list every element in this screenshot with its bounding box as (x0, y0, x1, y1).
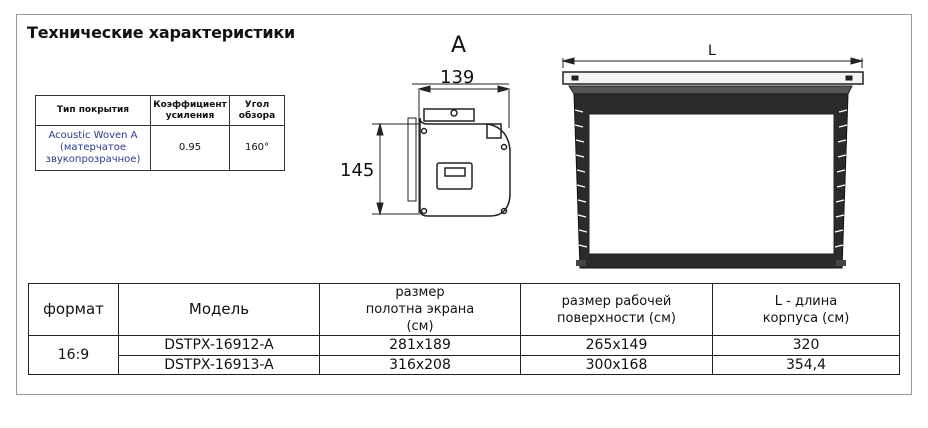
front-view-screen (561, 57, 864, 269)
spec-header-coating: Тип покрытия (35, 95, 151, 126)
header-length-text: L - длина корпуса (см) (762, 293, 850, 326)
page-title: Технические характеристики (27, 23, 296, 42)
row-1-length: 320 (712, 335, 900, 356)
row-2-model: DSTPX-16913-A (118, 354, 320, 375)
row-1-canvas: 281x189 (319, 335, 521, 356)
spec-coating-value: Acoustic Woven A (матерчатое звукопрозра… (35, 125, 151, 171)
side-view-housing (407, 83, 511, 217)
row-2-work: 300x168 (520, 354, 713, 375)
width-dimension: 139 (440, 67, 475, 88)
row-2-canvas: 316x208 (319, 354, 521, 375)
header-work-size: размер рабочей поверхности (см) (520, 283, 713, 336)
row-1-model: DSTPX-16912-A (118, 335, 320, 356)
height-dimension: 145 (340, 160, 375, 181)
spec-gain-value: 0.95 (150, 125, 230, 171)
table-row: 16:9 DSTPX-16912-A 281x189 265x149 320 (28, 335, 900, 375)
header-format: формат (28, 283, 119, 336)
side-view-label: A (451, 33, 467, 58)
row-2-length: 354,4 (712, 354, 900, 375)
length-label: L (708, 43, 716, 59)
header-canvas-text: размер полотна экрана (см) (365, 285, 475, 334)
models-table: формат Модель размер полотна экрана (см)… (28, 283, 900, 375)
page-frame (16, 14, 912, 395)
header-length: L - длина корпуса (см) (712, 283, 900, 336)
format-value: 16:9 (28, 335, 119, 375)
front-view-side-ticks (574, 109, 848, 248)
spec-row: Acoustic Woven A (матерчатое звукопрозра… (35, 125, 285, 171)
header-canvas-size: размер полотна экрана (см) (319, 283, 521, 336)
row-1-work: 265x149 (520, 335, 713, 356)
dimension-lines (372, 85, 511, 216)
models-header-row: формат Модель размер полотна экрана (см)… (28, 283, 900, 336)
spec-table: Тип покрытия Коэффициент усиления Угол о… (35, 95, 285, 171)
spec-angle-value: 160° (229, 125, 285, 171)
bottom-right-foot (836, 260, 846, 266)
header-work-text: размер рабочей поверхности (см) (557, 293, 676, 326)
header-model: Модель (118, 283, 320, 336)
table-row: DSTPX-16913-A 316x208 300x168 354,4 (29, 354, 900, 375)
spec-header-gain: Коэффициент усиления (150, 95, 230, 126)
bottom-left-foot (576, 260, 586, 266)
